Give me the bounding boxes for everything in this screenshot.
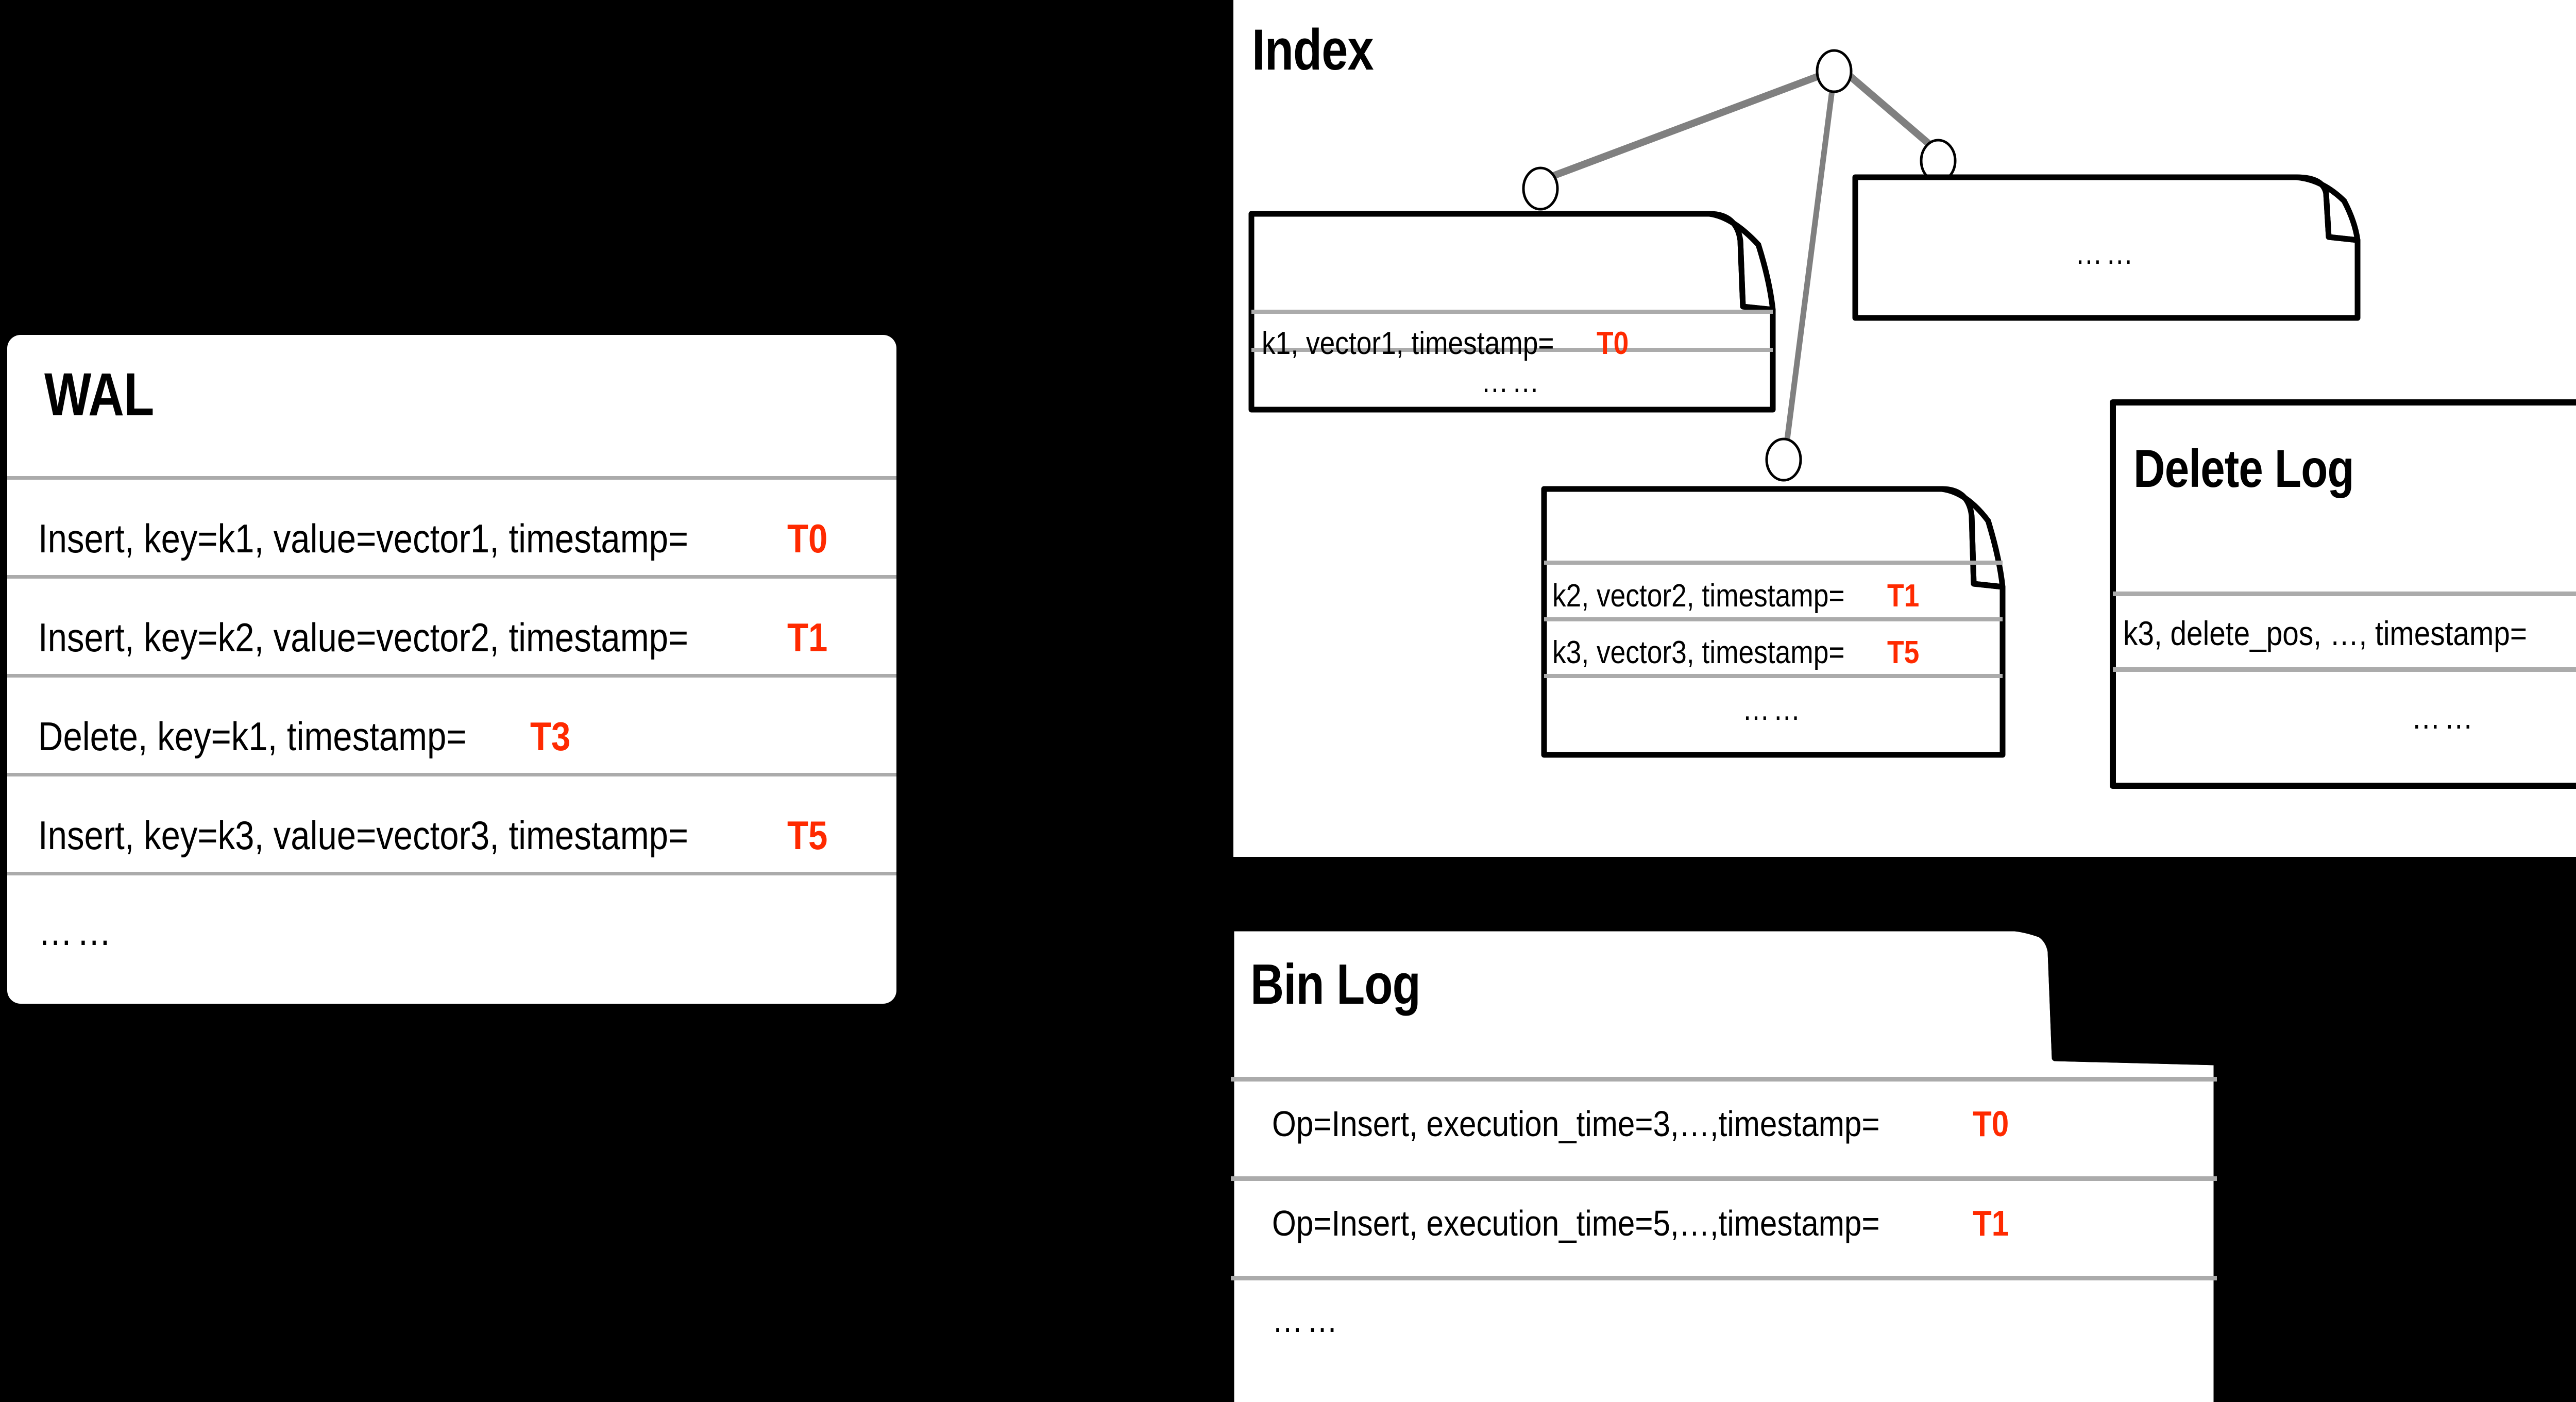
wal-row-text: Insert, key=k2, value=vector2, timestamp…	[38, 615, 689, 661]
leaf-card-k2-k3-row-text: k3, vector3, timestamp=	[1552, 634, 1845, 670]
wal-row-timestamp: T5	[787, 813, 827, 858]
wal-divider-0	[7, 476, 896, 480]
tree-node-center-child[interactable]	[1764, 437, 1803, 482]
wal-row-text: Delete, key=k1, timestamp=	[38, 714, 467, 759]
delete-log-card: Delete Log k3, delete_pos, …, timestamp=…	[2110, 399, 2576, 789]
wal-divider-1	[7, 575, 896, 579]
bin-log-row-timestamp: T1	[1972, 1203, 2009, 1243]
leaf-card-k1-ellipsis-row: ……	[1248, 363, 1775, 400]
wal-row-text: Insert, key=k1, value=vector1, timestamp…	[38, 516, 689, 562]
delete-log-title: Delete Log	[2133, 439, 2354, 499]
leaf-card-k2-k3-row: k3, vector3, timestamp= T5	[1552, 632, 1924, 669]
wal-title: WAL	[44, 361, 154, 429]
bin-log-ellipsis-row: ……	[1272, 1299, 1353, 1340]
tree-node-left-child[interactable]	[1521, 166, 1560, 211]
delete-log-ellipsis-row: ……	[2110, 697, 2576, 736]
leaf-card-k1-row: k1, vector1, timestamp= T0	[1262, 323, 1634, 360]
wal-divider-2	[7, 674, 896, 678]
leaf-card-ellipsis: ……	[1852, 174, 2361, 321]
wal-divider-4	[7, 872, 896, 875]
leaf-card-k2-k3-divider-2	[1544, 674, 2003, 678]
wal-row: Insert, key=k3, value=vector3, timestamp…	[38, 809, 834, 856]
delete-log-ellipsis: ……	[2411, 698, 2477, 736]
bin-log-row: Op=Insert, execution_time=3,…,timestamp=…	[1272, 1100, 2014, 1142]
bin-log-row-timestamp: T0	[1972, 1103, 2009, 1144]
leaf-card-k1: k1, vector1, timestamp= T0 ……	[1248, 209, 1776, 413]
wal-row: ……	[38, 908, 128, 955]
leaf-card-k2-k3-divider-0	[1544, 561, 2003, 565]
bin-log-title: Bin Log	[1250, 953, 1421, 1016]
wal-panel: WAL Insert, key=k1, value=vector1, times…	[7, 335, 896, 1004]
bin-log-ellipsis: ……	[1272, 1299, 1342, 1340]
leaf-card-k2-k3-row: k2, vector2, timestamp= T1	[1552, 576, 1924, 612]
tree-node-root[interactable]	[1815, 48, 1854, 94]
bin-log-row-text: Op=Insert, execution_time=5,…,timestamp=	[1272, 1203, 1880, 1243]
leaf-card-k2-k3-ellipsis-row: ……	[1541, 691, 2005, 728]
leaf-card-k1-divider-1	[1251, 348, 1773, 352]
wal-divider-3	[7, 773, 896, 776]
leaf-card-k2-k3-row-timestamp: T1	[1887, 578, 1920, 614]
leaf-card-k1-ellipsis: ……	[1481, 364, 1543, 399]
leaf-card-k1-row-timestamp: T0	[1596, 325, 1629, 361]
bin-log-outline	[1227, 924, 2221, 1402]
wal-row: Insert, key=k1, value=vector1, timestamp…	[38, 512, 834, 559]
leaf-card-k2-k3-row-timestamp: T5	[1887, 634, 1920, 670]
leaf-card-k2-k3-row-text: k2, vector2, timestamp=	[1552, 578, 1845, 614]
bin-log-divider-1	[1231, 1176, 2217, 1181]
wal-row-timestamp: T1	[787, 615, 827, 661]
leaf-card-ellipsis-text: ……	[2075, 235, 2137, 271]
delete-log-divider-0	[2113, 592, 2576, 596]
index-panel: Index	[1233, 0, 2576, 857]
wal-row-ellipsis: ……	[38, 908, 116, 954]
leaf-card-k1-divider-0	[1251, 310, 1773, 314]
delete-log-divider-1	[2113, 667, 2576, 672]
wal-row: Insert, key=k2, value=vector2, timestamp…	[38, 611, 834, 658]
leaf-card-k2-k3-ellipsis: ……	[1742, 691, 1804, 727]
bin-log-divider-2	[1231, 1276, 2217, 1280]
leaf-card-k2-k3-outline	[1541, 486, 2006, 758]
wal-row-timestamp: T0	[787, 516, 827, 562]
leaf-card-ellipsis-row: ……	[1852, 235, 2360, 272]
wal-row: Delete, key=k1, timestamp= T3	[38, 710, 577, 757]
leaf-card-k1-row-text: k1, vector1, timestamp=	[1262, 325, 1554, 361]
leaf-card-k2-k3: k2, vector2, timestamp= T1 k3, vector3, t…	[1541, 486, 2006, 758]
leaf-card-k2-k3-divider-1	[1544, 617, 2003, 621]
wal-row-timestamp: T3	[530, 714, 571, 759]
wal-row-text: Insert, key=k3, value=vector3, timestamp…	[38, 813, 689, 858]
bin-log-row-text: Op=Insert, execution_time=3,…,timestamp=	[1272, 1103, 1880, 1144]
bin-log-divider-0	[1231, 1077, 2217, 1082]
delete-log-row: k3, delete_pos, …, timestamp=T3	[2123, 611, 2576, 650]
bin-log-row: Op=Insert, execution_time=5,…,timestamp=…	[1272, 1200, 2014, 1241]
leaf-card-ellipsis-outline	[1852, 174, 2361, 321]
index-title: Index	[1252, 18, 1374, 82]
index-tree-edges	[1539, 72, 1944, 462]
delete-log-row-text: k3, delete_pos, …, timestamp=	[2123, 614, 2527, 652]
bin-log-panel: Bin Log Op=Insert, execution_time=3,…,ti…	[1227, 924, 2222, 1402]
